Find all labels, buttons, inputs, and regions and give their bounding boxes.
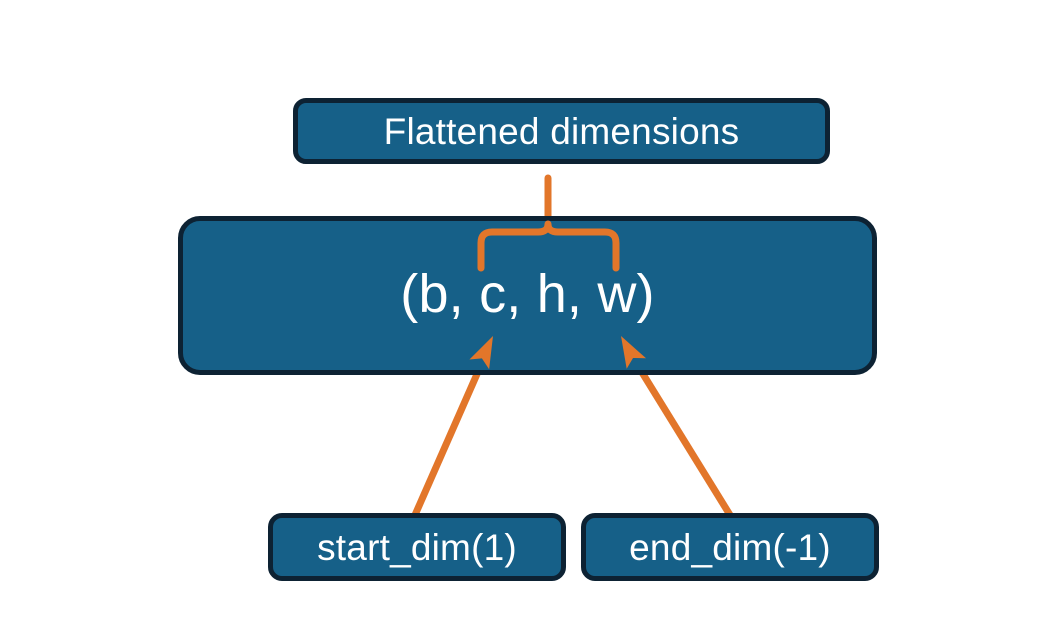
start-dim-label: start_dim(1) [317, 526, 517, 568]
tensor-shape-label: (b, c, h, w) [400, 263, 655, 324]
start-dim-box[interactable]: start_dim(1) [268, 513, 566, 581]
flattened-dimensions-label: Flattened dimensions [383, 110, 740, 152]
end-dim-label: end_dim(-1) [629, 526, 831, 568]
flattened-dimensions-box[interactable]: Flattened dimensions [293, 98, 830, 164]
end-dim-box[interactable]: end_dim(-1) [581, 513, 879, 581]
tensor-shape-box[interactable]: (b, c, h, w) [178, 216, 877, 375]
